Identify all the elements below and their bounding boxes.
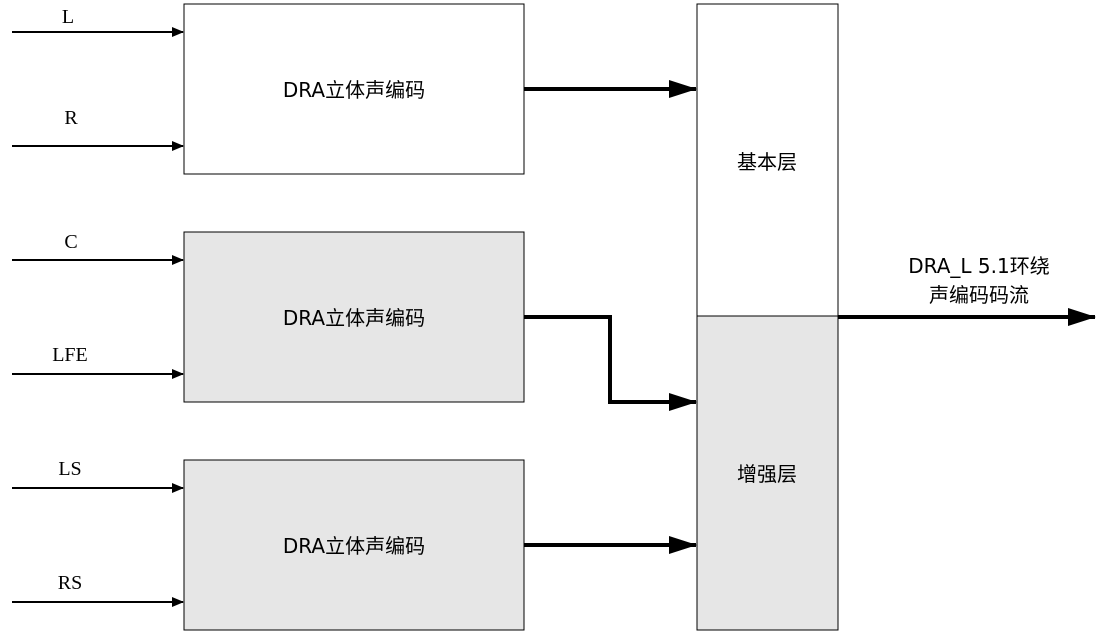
output-label-line2: 声编码码流 xyxy=(929,283,1029,307)
enhancement-layer-label: 增强层 xyxy=(737,462,797,486)
enhancement-layer-box xyxy=(696,315,839,631)
encoder-box-2 xyxy=(183,231,525,403)
input-label-RS: RS xyxy=(58,572,82,594)
input-label-C: C xyxy=(64,231,77,253)
input-label-LFE: LFE xyxy=(52,344,88,366)
encoder-label-2: DRA立体声编码 xyxy=(283,306,425,330)
base-layer-label: 基本层 xyxy=(737,150,797,174)
base-layer-box xyxy=(696,3,839,317)
input-label-L: L xyxy=(62,6,74,28)
encoder2-to-enhancement-arrow xyxy=(524,315,697,411)
encoder-label-3: DRA立体声编码 xyxy=(283,534,425,558)
encoder-box-1 xyxy=(183,3,525,175)
output-label-line1: DRA_L 5.1环绕 xyxy=(908,254,1049,278)
encoder-label-1: DRA立体声编码 xyxy=(283,78,425,102)
encoder-box-3 xyxy=(183,459,525,631)
input-label-R: R xyxy=(64,107,78,129)
input-label-LS: LS xyxy=(58,458,81,480)
